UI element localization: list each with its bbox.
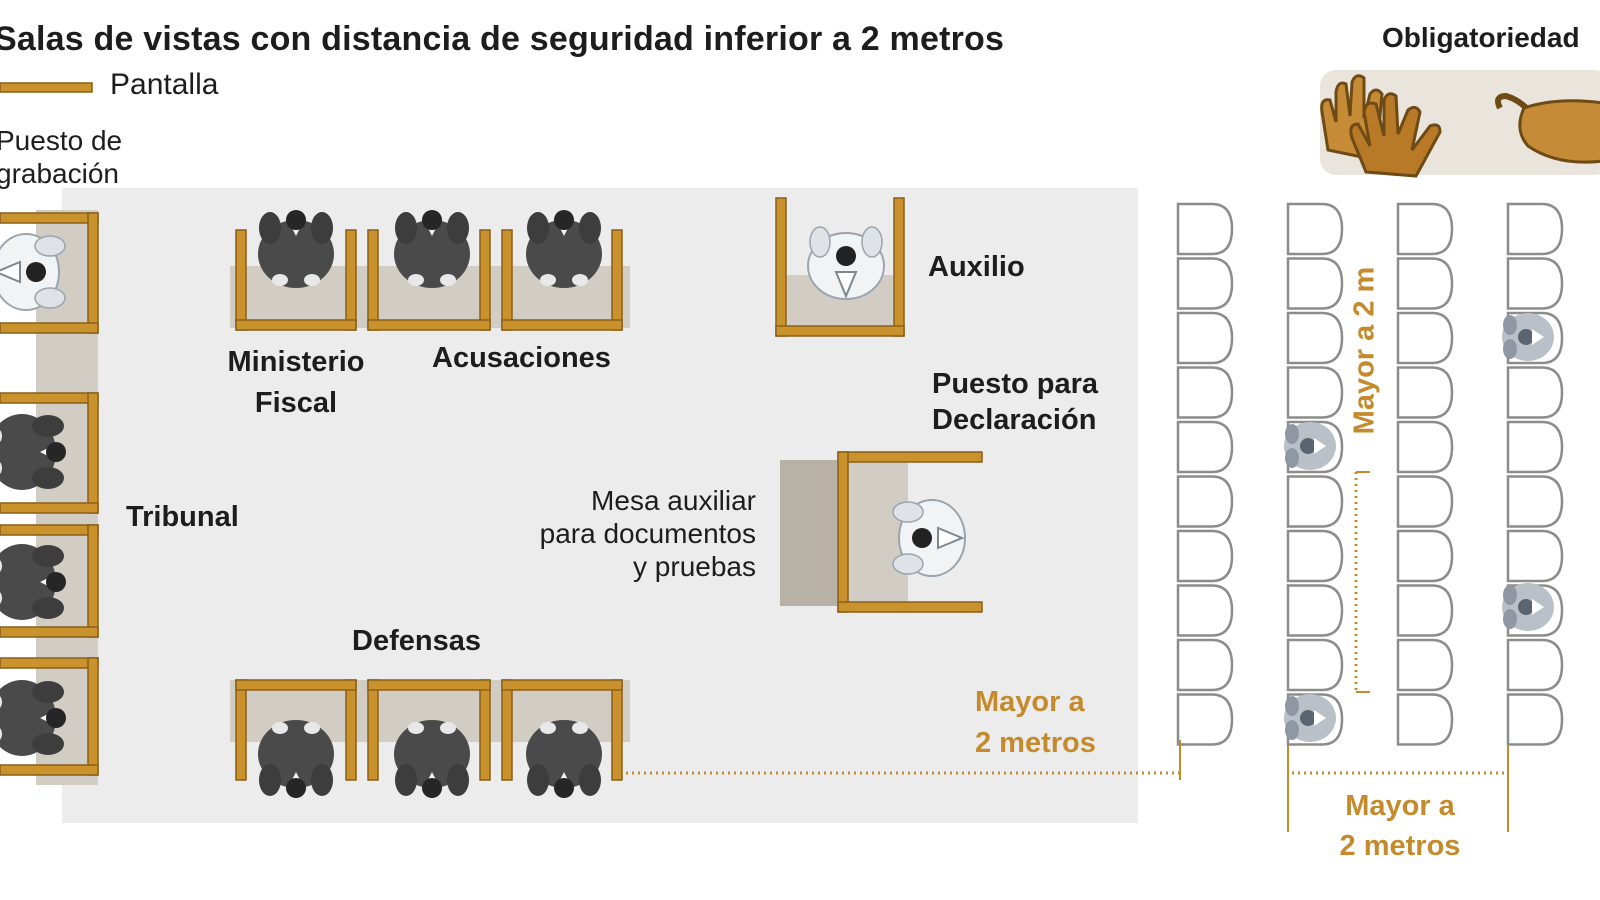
recording-label-line1: Puesto de xyxy=(0,125,123,156)
seat xyxy=(1176,202,1234,256)
defense-desks xyxy=(230,679,630,798)
seat xyxy=(1396,366,1454,419)
aux-table-label-line1: Mesa auxiliar xyxy=(591,485,756,516)
gloves-icon xyxy=(1320,74,1442,178)
recording-post-label: Puesto de grabación xyxy=(0,124,122,190)
mandatory-title: Obligatoriedad xyxy=(1382,22,1580,53)
declaration-desk xyxy=(780,451,983,613)
recording-label-line2: grabación xyxy=(0,158,119,189)
seat xyxy=(1506,420,1564,474)
seat xyxy=(1396,475,1454,528)
defenses-label: Defensas xyxy=(352,625,481,657)
seat xyxy=(1176,257,1234,310)
seat xyxy=(1506,638,1564,692)
declaration-label: Puesto para Declaración xyxy=(932,366,1098,438)
distance-front-label: Mayor a 2 metros xyxy=(975,682,1096,764)
distance-vertical-label: Mayor a 2 m xyxy=(1348,266,1381,435)
seat xyxy=(1176,475,1234,528)
seat xyxy=(1396,420,1454,474)
assistance-label: Auxilio xyxy=(928,251,1025,283)
distance-front-line1: Mayor a xyxy=(975,686,1085,718)
distance-markers xyxy=(626,471,1509,832)
seat xyxy=(1396,584,1454,637)
seat xyxy=(1396,693,1454,746)
seat xyxy=(1396,638,1454,692)
seat xyxy=(1286,202,1344,256)
seat xyxy=(1286,257,1344,310)
tribunal-label: Tribunal xyxy=(126,501,239,533)
seat xyxy=(1286,584,1344,637)
seat xyxy=(1286,366,1344,419)
seat xyxy=(1176,529,1234,583)
seat xyxy=(1176,420,1234,474)
seat xyxy=(1506,366,1564,419)
seat xyxy=(1286,529,1344,583)
seat xyxy=(1506,257,1564,310)
aux-table-label: Mesa auxiliar para documentos y pruebas xyxy=(498,484,756,583)
declaration-label-line1: Puesto para xyxy=(932,368,1098,400)
distance-rows-line2: 2 metros xyxy=(1339,830,1461,862)
distance-rows-label: Mayor a 2 metros xyxy=(1320,786,1480,866)
seat xyxy=(1506,529,1564,583)
declaration-label-line2: Declaración xyxy=(932,404,1097,436)
assistance-desk xyxy=(775,197,905,337)
page-title: Salas de vistas con distancia de segurid… xyxy=(0,20,1005,58)
aux-table-label-line3: y pruebas xyxy=(633,551,756,582)
seat xyxy=(1286,311,1344,365)
seat xyxy=(1506,202,1564,256)
seat xyxy=(1506,475,1564,528)
distance-rows-line1: Mayor a xyxy=(1345,790,1455,822)
seat xyxy=(1396,257,1454,310)
seat xyxy=(1176,584,1234,637)
prosecutor-label: Ministerio Fiscal xyxy=(216,342,376,424)
seat xyxy=(1396,202,1454,256)
prosecutor-label-line1: Ministerio xyxy=(227,346,365,378)
distance-front-line2: 2 metros xyxy=(975,727,1096,759)
tribunal-benches xyxy=(0,210,99,785)
aux-table-label-line2: para documentos xyxy=(539,518,756,549)
legend-screen-label: Pantalla xyxy=(110,68,219,101)
mask-icon xyxy=(1495,92,1600,164)
seat xyxy=(1396,311,1454,365)
accusations-label: Acusaciones xyxy=(432,342,611,374)
seat xyxy=(1286,638,1344,692)
seat xyxy=(1176,366,1234,419)
prosecutor-label-line2: Fiscal xyxy=(254,387,338,419)
seat xyxy=(1396,529,1454,583)
top-desks xyxy=(230,210,630,331)
seat xyxy=(1176,638,1234,692)
seat xyxy=(1286,475,1344,528)
seat xyxy=(1176,693,1234,746)
seat xyxy=(1176,311,1234,365)
seat xyxy=(1506,693,1564,746)
